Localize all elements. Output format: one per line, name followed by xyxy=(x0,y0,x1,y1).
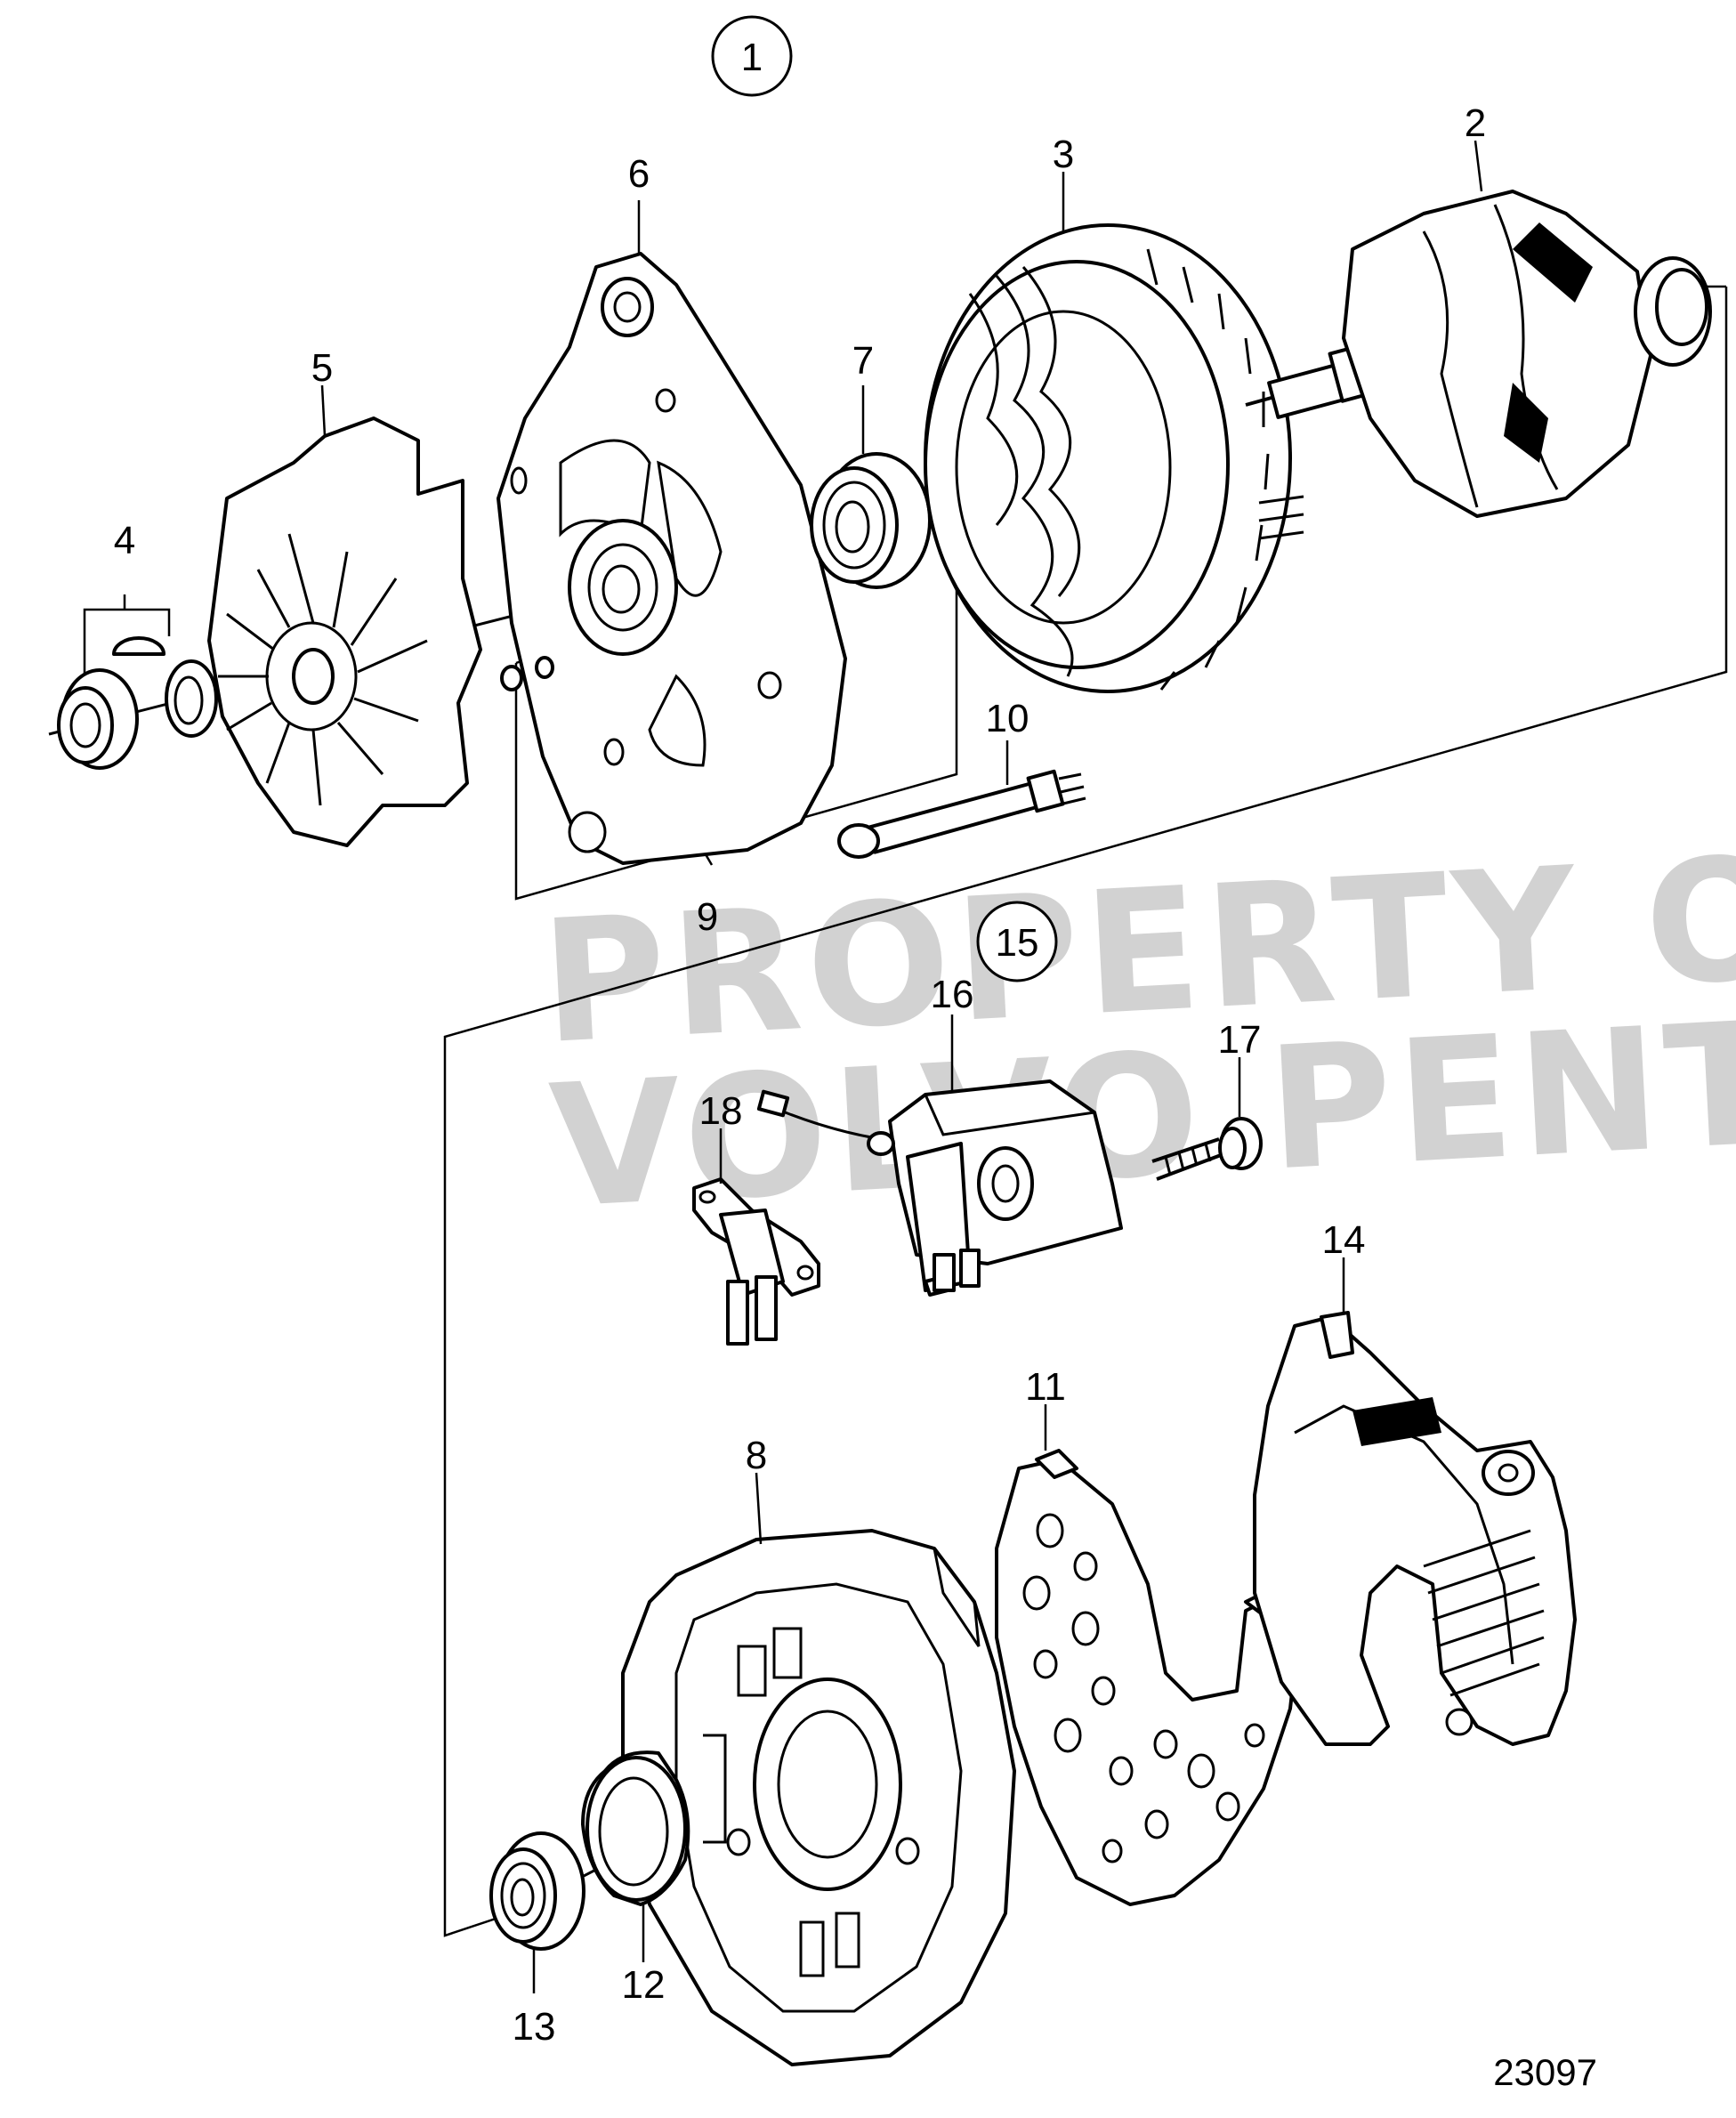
callout-3: 3 xyxy=(1053,133,1074,176)
callout-14: 14 xyxy=(1322,1218,1366,1262)
part-12-retaining-ring xyxy=(581,1750,690,1906)
callout-9: 9 xyxy=(697,895,718,939)
callout-2: 2 xyxy=(1465,101,1486,145)
part-17-screw xyxy=(1151,1117,1263,1181)
part-5-fan xyxy=(207,416,482,847)
part-16-regulator xyxy=(756,1079,1123,1297)
callout-16: 16 xyxy=(931,973,974,1016)
callout-1-circle xyxy=(711,15,793,97)
callout-10: 10 xyxy=(986,697,1029,740)
part-8-rear-end-shield xyxy=(621,1529,1016,2066)
callout-4: 4 xyxy=(114,519,135,562)
callout-18: 18 xyxy=(699,1089,743,1133)
watermark: PROPERTY OF VOLVO PENTA xyxy=(537,813,1736,1246)
callout-5: 5 xyxy=(311,346,333,390)
part-3-stator xyxy=(924,223,1304,693)
callout-leader-lines xyxy=(320,140,1483,1993)
callout-11: 11 xyxy=(1025,1365,1066,1409)
callout-15: 15 xyxy=(996,921,1039,965)
part-11-rectifier xyxy=(995,1449,1301,1906)
callout-8: 8 xyxy=(746,1434,767,1477)
callout-12: 12 xyxy=(622,1963,666,2007)
part-13-rear-bearing xyxy=(489,1831,585,1951)
part-14-cover xyxy=(1253,1311,1577,1746)
figure-number: 23097 xyxy=(1493,2051,1597,2093)
callout-13: 13 xyxy=(513,2005,556,2049)
part-10-through-bolt xyxy=(837,769,1086,859)
callout-1: 1 xyxy=(741,36,763,79)
callout-6: 6 xyxy=(628,152,650,196)
part-2-rotor xyxy=(1245,190,1712,518)
part-6-front-end-shield xyxy=(497,252,847,865)
callout-17: 17 xyxy=(1218,1018,1262,1062)
part-18-brush-holder xyxy=(692,1177,820,1346)
callout-15-circle xyxy=(976,901,1058,982)
part-4-nut-washer xyxy=(57,594,218,770)
callout-labels: 1 2 3 4 5 6 7 8 9 10 11 12 13 14 15 16 1… xyxy=(114,36,1486,2049)
callout-7: 7 xyxy=(852,339,874,383)
